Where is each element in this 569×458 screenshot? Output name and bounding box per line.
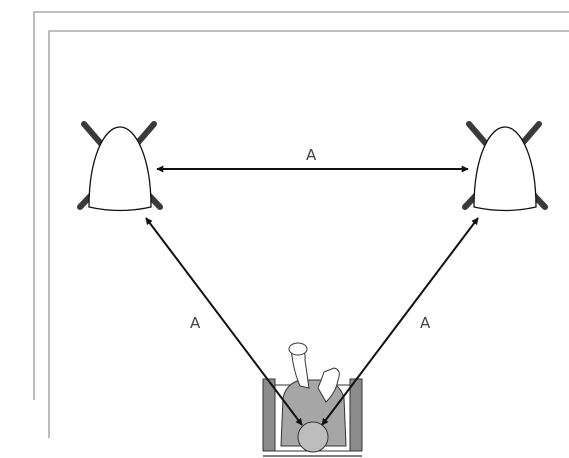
listener-head [297,421,329,453]
outer-wall [33,11,569,400]
distance-arrows [145,165,479,426]
right-speaker [462,121,548,212]
inner-wall [48,30,569,438]
left-speaker-body [88,126,152,212]
left-speaker [77,121,163,212]
listener [262,342,363,457]
chair-right-arm [349,378,363,452]
top-distance-label: A [306,146,317,164]
left-distance-label: A [190,314,201,332]
room-walls [33,11,569,438]
listener-hand [288,342,308,356]
right-speaker-body [473,126,537,212]
right-distance-label: A [420,314,431,332]
left-distance-arrow [145,217,303,426]
right-distance-arrow [321,217,479,426]
chair-left-arm [262,378,276,452]
